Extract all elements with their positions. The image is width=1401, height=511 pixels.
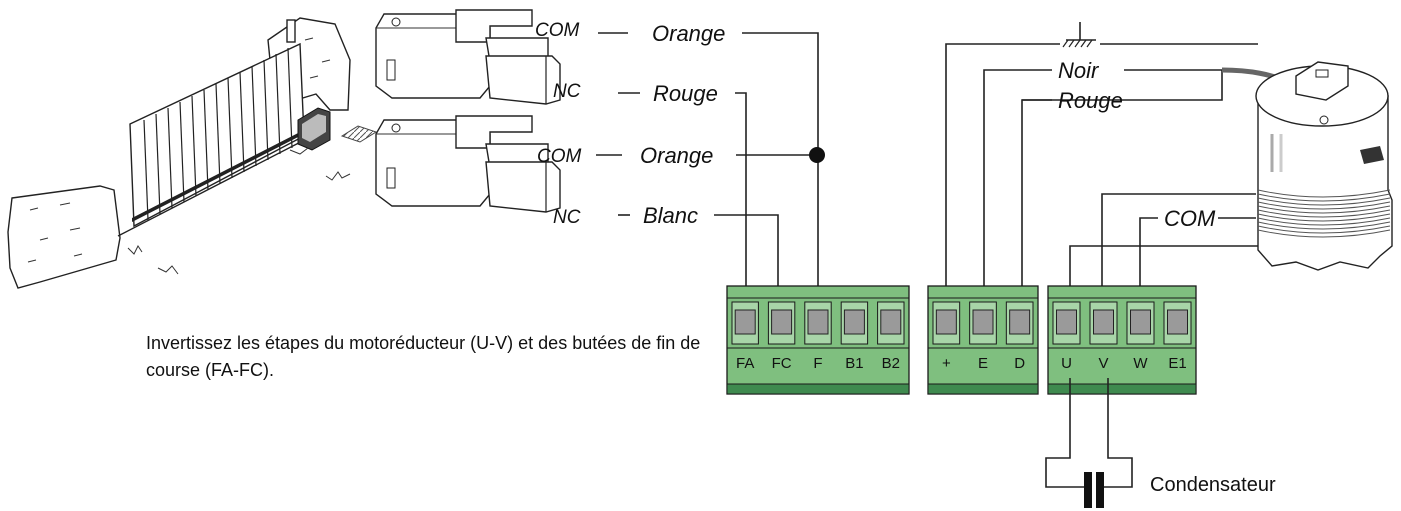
wire-label-orange-bottom: Orange	[640, 143, 713, 168]
switch-top-nc-label: NC	[553, 81, 581, 102]
limit-switch-icon	[375, 9, 561, 105]
terminal-label-B1: B1	[845, 355, 863, 372]
terminal-screw	[771, 309, 793, 335]
terminal-screw	[1130, 309, 1151, 335]
terminal-label-E: E	[978, 355, 988, 372]
wire-label-noir: Noir	[1058, 58, 1100, 83]
terminal-screw	[1167, 309, 1188, 335]
wire-label-rouge-top: Rouge	[653, 81, 718, 106]
terminal-label-W: W	[1133, 355, 1148, 372]
wire-label-blanc: Blanc	[643, 203, 698, 228]
terminal-label-+: +	[942, 355, 951, 372]
terminal-block-1: FA FC F B1 B2	[726, 285, 910, 395]
terminal-block-3: U V W E1	[1047, 285, 1197, 395]
motor-icon	[1221, 61, 1393, 271]
terminal-screw	[880, 309, 902, 335]
terminal-screw	[1056, 309, 1077, 335]
capacitor-icon	[1045, 378, 1133, 508]
terminal-label-FC: FC	[772, 355, 792, 372]
terminal-screw	[1009, 309, 1031, 335]
switch-bottom-nc-label: NC	[553, 207, 581, 228]
terminal-label-B2: B2	[882, 355, 900, 372]
wire-label-rouge-motor: Rouge	[1058, 88, 1123, 113]
terminal-label-V: V	[1098, 355, 1108, 372]
terminal-label-E1: E1	[1168, 355, 1186, 372]
junction-dot	[809, 147, 825, 163]
terminal-screw	[935, 309, 957, 335]
left-wires	[596, 32, 825, 310]
switch-top-com-label: COM	[535, 20, 580, 41]
wire-label-com-motor: COM	[1164, 206, 1216, 231]
terminal-label-U: U	[1061, 355, 1072, 372]
limit-switch-icon	[375, 115, 561, 213]
terminal-screw	[734, 309, 756, 335]
terminal-label-D: D	[1014, 355, 1025, 372]
wire-label-orange-top: Orange	[652, 21, 725, 46]
terminal-block-2: + E D	[927, 285, 1039, 395]
terminal-label-F: F	[813, 355, 822, 372]
sliding-gate-icon	[7, 17, 378, 289]
switch-bottom-com-label: COM	[537, 146, 582, 167]
terminal-screw	[1093, 309, 1114, 335]
instruction-note: Invertissez les étapes du motoréducteur …	[146, 333, 701, 380]
terminal-screw	[972, 309, 994, 335]
terminal-label-FA: FA	[736, 355, 754, 372]
ground-icon	[1062, 22, 1096, 48]
terminal-screw	[843, 309, 865, 335]
right-wires	[945, 43, 1258, 310]
terminal-screw	[807, 309, 829, 335]
capacitor-label: Condensateur	[1150, 474, 1276, 496]
